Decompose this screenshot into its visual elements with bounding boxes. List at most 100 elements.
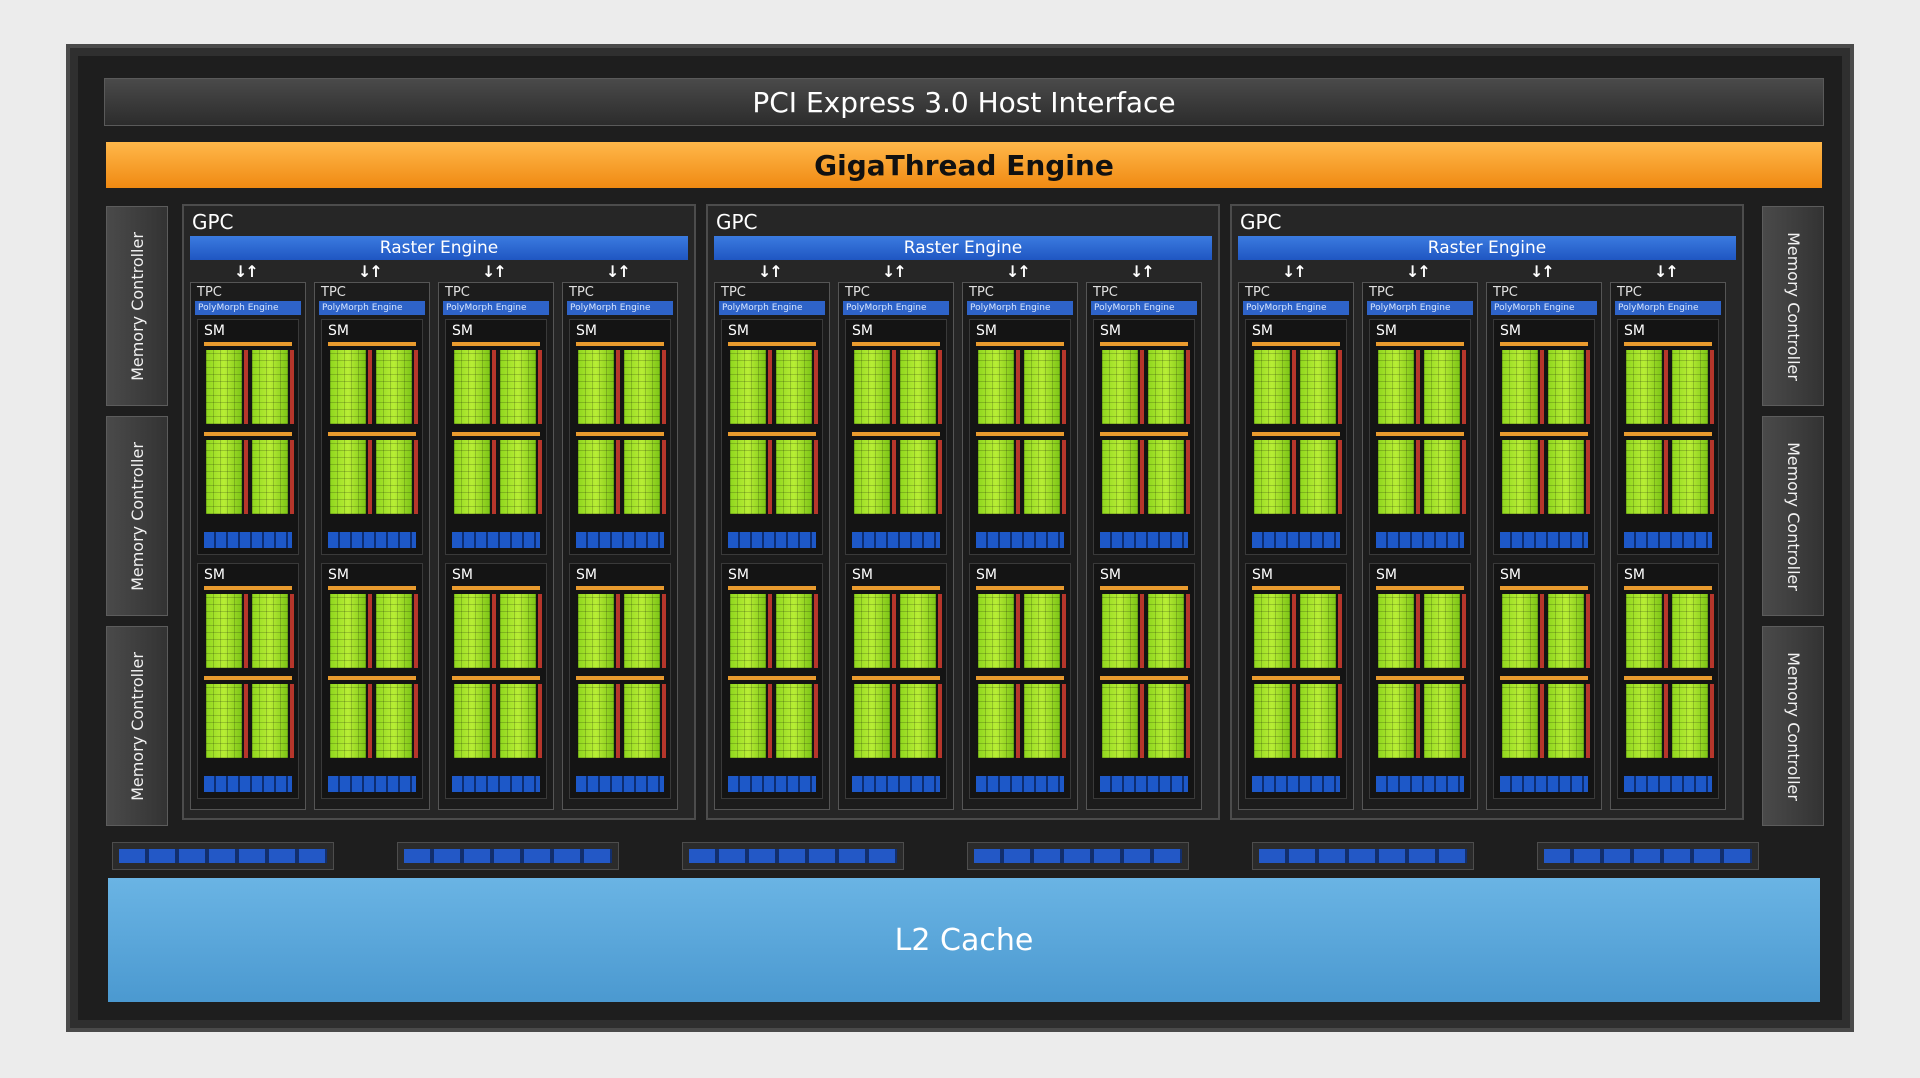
sm: SM <box>569 563 671 799</box>
tpc-label: TPC <box>721 285 746 300</box>
sm-orange-bar <box>1624 342 1712 346</box>
sm-load-store-bar <box>1500 532 1588 548</box>
cuda-core-block <box>330 594 366 668</box>
core-divider <box>938 350 942 424</box>
gigathread-engine: GigaThread Engine <box>106 142 1822 188</box>
core-divider <box>1016 350 1020 424</box>
memory-controller-right-1: Memory Controller <box>1762 206 1824 406</box>
sm-label: SM <box>576 567 597 583</box>
cuda-core-block <box>206 440 242 514</box>
gpu-chip: PCI Express 3.0 Host Interface GigaThrea… <box>66 44 1854 1032</box>
cuda-core-block <box>1102 350 1138 424</box>
cuda-core-block <box>1148 350 1184 424</box>
core-divider <box>538 440 542 514</box>
cuda-core-block <box>900 440 936 514</box>
chip-die: PCI Express 3.0 Host Interface GigaThrea… <box>78 56 1842 1020</box>
sm-orange-bar <box>1624 586 1712 590</box>
sm-label: SM <box>576 323 597 339</box>
l2-cache: L2 Cache <box>108 878 1820 1002</box>
l2-cache-segment-blocks <box>974 849 1182 863</box>
cuda-core-block <box>454 350 490 424</box>
sm-load-store-bar <box>1100 776 1188 792</box>
up-down-arrows-icon: ↓↑ <box>358 262 383 281</box>
core-divider <box>290 594 294 668</box>
core-divider <box>768 350 772 424</box>
sm-label: SM <box>1500 567 1521 583</box>
core-divider <box>814 684 818 758</box>
cuda-core-block <box>900 350 936 424</box>
sm-load-store-bar <box>1252 776 1340 792</box>
tpc-label: TPC <box>1245 285 1270 300</box>
core-divider <box>1186 684 1190 758</box>
cuda-core-block <box>252 350 288 424</box>
cuda-core-block <box>376 350 412 424</box>
cuda-core-block <box>1502 350 1538 424</box>
memory-controller-right-3: Memory Controller <box>1762 626 1824 826</box>
sm-load-store-bar <box>976 776 1064 792</box>
core-divider <box>538 350 542 424</box>
core-divider <box>414 594 418 668</box>
sm: SM <box>721 563 823 799</box>
core-divider <box>368 684 372 758</box>
cuda-core-block <box>578 350 614 424</box>
sm: SM <box>197 563 299 799</box>
sm: SM <box>569 319 671 555</box>
sm: SM <box>969 563 1071 799</box>
cuda-core-block <box>1102 684 1138 758</box>
cuda-core-block <box>330 684 366 758</box>
core-divider <box>662 440 666 514</box>
core-divider <box>1140 440 1144 514</box>
sm-orange-bar <box>1100 676 1188 680</box>
cuda-core-block <box>1672 684 1708 758</box>
sm-orange-bar <box>1500 676 1588 680</box>
sm-load-store-bar <box>328 532 416 548</box>
gpc-label: GPC <box>716 210 758 234</box>
sm-load-store-bar <box>328 776 416 792</box>
core-divider <box>414 684 418 758</box>
core-divider <box>1416 594 1420 668</box>
core-divider <box>1416 684 1420 758</box>
core-divider <box>244 684 248 758</box>
cuda-core-block <box>1502 594 1538 668</box>
cuda-core-block <box>1300 684 1336 758</box>
cuda-core-block <box>1672 594 1708 668</box>
cuda-core-block <box>500 440 536 514</box>
cuda-core-block <box>376 440 412 514</box>
sm-orange-bar <box>976 586 1064 590</box>
sm-label: SM <box>852 323 873 339</box>
l2-cache-segment-blocks <box>119 849 327 863</box>
core-divider <box>616 684 620 758</box>
sm: SM <box>1493 319 1595 555</box>
polymorph-engine: PolyMorph Engine <box>195 301 301 315</box>
core-divider <box>814 594 818 668</box>
l2-cache-segment <box>112 842 334 870</box>
polymorph-engine: PolyMorph Engine <box>1367 301 1473 315</box>
sm-load-store-bar <box>204 776 292 792</box>
sm-load-store-bar <box>576 532 664 548</box>
up-down-arrows-icon: ↓↑ <box>1006 262 1031 281</box>
core-divider <box>1710 684 1714 758</box>
sm-orange-bar <box>852 432 940 436</box>
core-divider <box>1062 350 1066 424</box>
sm-label: SM <box>1376 567 1397 583</box>
sm-load-store-bar <box>1500 776 1588 792</box>
core-divider <box>1140 684 1144 758</box>
cuda-core-block <box>1300 594 1336 668</box>
cuda-core-block <box>1378 594 1414 668</box>
core-divider <box>1338 594 1342 668</box>
sm-label: SM <box>1100 323 1121 339</box>
up-down-arrows-icon: ↓↑ <box>234 262 259 281</box>
cuda-core-block <box>500 350 536 424</box>
core-divider <box>616 594 620 668</box>
core-divider <box>1016 594 1020 668</box>
core-divider <box>538 684 542 758</box>
cuda-core-block <box>900 594 936 668</box>
core-divider <box>244 594 248 668</box>
core-divider <box>414 350 418 424</box>
memory-controller-label: Memory Controller <box>127 441 147 591</box>
